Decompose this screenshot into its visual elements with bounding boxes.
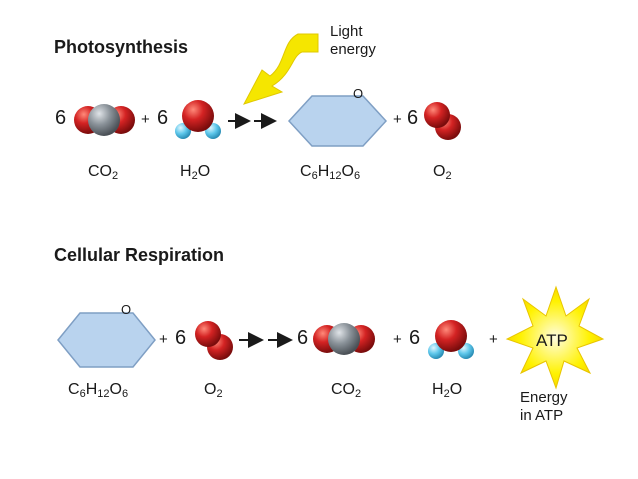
resp-h2o-label: H2O	[432, 381, 463, 400]
resp-coef-co2: 6	[297, 327, 309, 349]
energy-line2: in ATP	[520, 407, 564, 424]
o2-label: O2	[433, 163, 452, 182]
resp-co2-molecule	[313, 323, 375, 355]
resp-plus-2: +	[393, 331, 402, 348]
respiration-title: Cellular Respiration	[54, 245, 225, 265]
light-label-line1: Light	[330, 23, 363, 40]
coef-co2: 6	[55, 107, 67, 129]
resp-o2-label: O2	[204, 381, 223, 400]
h2o-label: H2O	[180, 163, 211, 182]
resp-plus-3: +	[489, 331, 498, 348]
plus-2: +	[393, 111, 402, 128]
resp-plus-1: +	[159, 331, 168, 348]
light-energy-label: Light energy	[330, 23, 376, 59]
glucose-label: C6H12O6	[300, 163, 361, 182]
resp-coef-o2: 6	[175, 327, 187, 349]
energy-line1: Energy	[520, 389, 568, 406]
coef-h2o: 6	[157, 107, 169, 129]
energy-in-atp-label: Energy in ATP	[520, 389, 568, 425]
o2-molecule	[424, 102, 461, 140]
resp-h2o-molecule	[428, 320, 474, 359]
atp-burst	[505, 285, 605, 390]
resp-ring-oxygen-atom: O	[121, 302, 132, 317]
coef-o2: 6	[407, 107, 419, 129]
resp-o2-molecule	[195, 321, 233, 360]
light-energy-arrow	[242, 33, 319, 105]
light-label-line2: energy	[330, 41, 376, 58]
atp-label: ATP	[536, 331, 568, 350]
co2-label: CO2	[88, 163, 119, 182]
photosynthesis-title: Photosynthesis	[54, 37, 189, 57]
resp-coef-h2o: 6	[409, 327, 421, 349]
h2o-molecule	[175, 100, 221, 139]
resp-glucose-label: C6H12O6	[68, 381, 129, 400]
co2-molecule	[74, 104, 135, 136]
plus-1: +	[141, 111, 150, 128]
ring-oxygen-atom: O	[353, 86, 364, 101]
resp-co2-label: CO2	[331, 381, 362, 400]
resp-glucose-ring	[57, 312, 156, 368]
glucose-ring	[287, 95, 388, 147]
